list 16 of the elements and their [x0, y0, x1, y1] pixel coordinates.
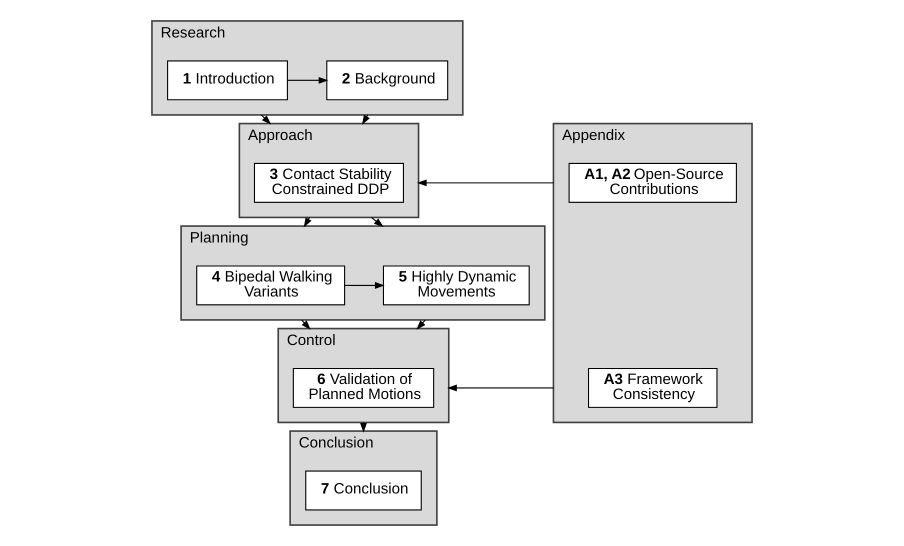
node-box: A3 Framework Consistency	[588, 368, 718, 408]
arrow	[371, 217, 384, 228]
node-box: 1 Introduction	[167, 60, 288, 100]
arrow	[260, 114, 272, 125]
node-box: A1, A2 Open-Source Contributions	[568, 162, 737, 203]
arrow	[304, 217, 312, 228]
node-box: 3 Contact Stability Constrained DDP	[254, 162, 404, 203]
node-box: 6 Validation of Planned Motions	[292, 368, 434, 408]
arrow	[416, 179, 554, 186]
node-box: 7 Conclusion	[305, 470, 422, 510]
node-box: 2 Background	[326, 60, 448, 100]
node-box: 5 Highly Dynamic Movements	[382, 265, 530, 306]
arrow	[344, 282, 385, 289]
arrow	[447, 384, 554, 392]
arrow	[287, 76, 328, 84]
node-box: 4 Bipedal Walking Variants	[196, 265, 346, 306]
